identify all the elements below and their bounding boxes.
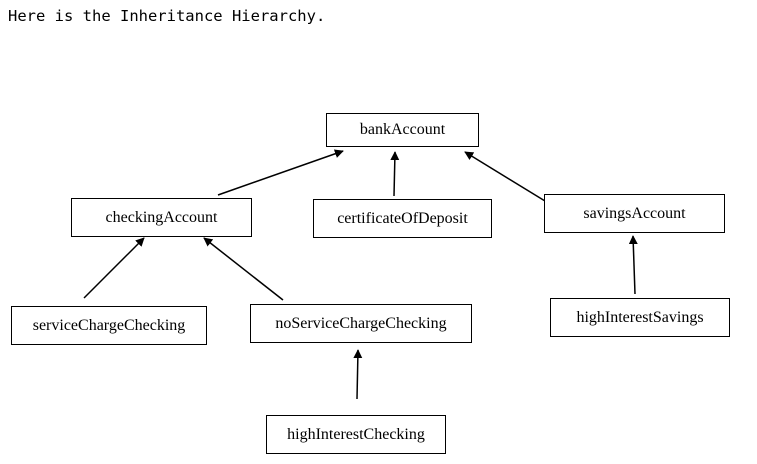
class-box-high-interest-checking: highInterestChecking	[266, 415, 446, 454]
arrow-checking-to-bank	[217, 149, 344, 196]
class-box-service-charge-checking: serviceChargeChecking	[11, 306, 207, 345]
arrow-his-to-savings	[628, 235, 638, 295]
arrow-scc-to-checking	[83, 237, 145, 299]
class-box-bank-account: bankAccount	[326, 113, 479, 147]
arrow-hic-to-nscc	[353, 349, 363, 400]
class-box-certificate-of-deposit: certificateOfDeposit	[313, 199, 492, 238]
class-box-checking-account: checkingAccount	[71, 198, 252, 237]
class-box-no-service-charge-checking: noServiceChargeChecking	[250, 304, 472, 343]
class-box-savings-account: savingsAccount	[544, 194, 725, 233]
intro-text: Here is the Inheritance Hierarchy.	[8, 7, 326, 25]
class-box-high-interest-savings: highInterestSavings	[550, 298, 730, 337]
arrow-cd-to-bank	[390, 151, 400, 197]
arrow-savings-to-bank	[464, 151, 546, 202]
arrow-nscc-to-checking	[203, 237, 284, 301]
